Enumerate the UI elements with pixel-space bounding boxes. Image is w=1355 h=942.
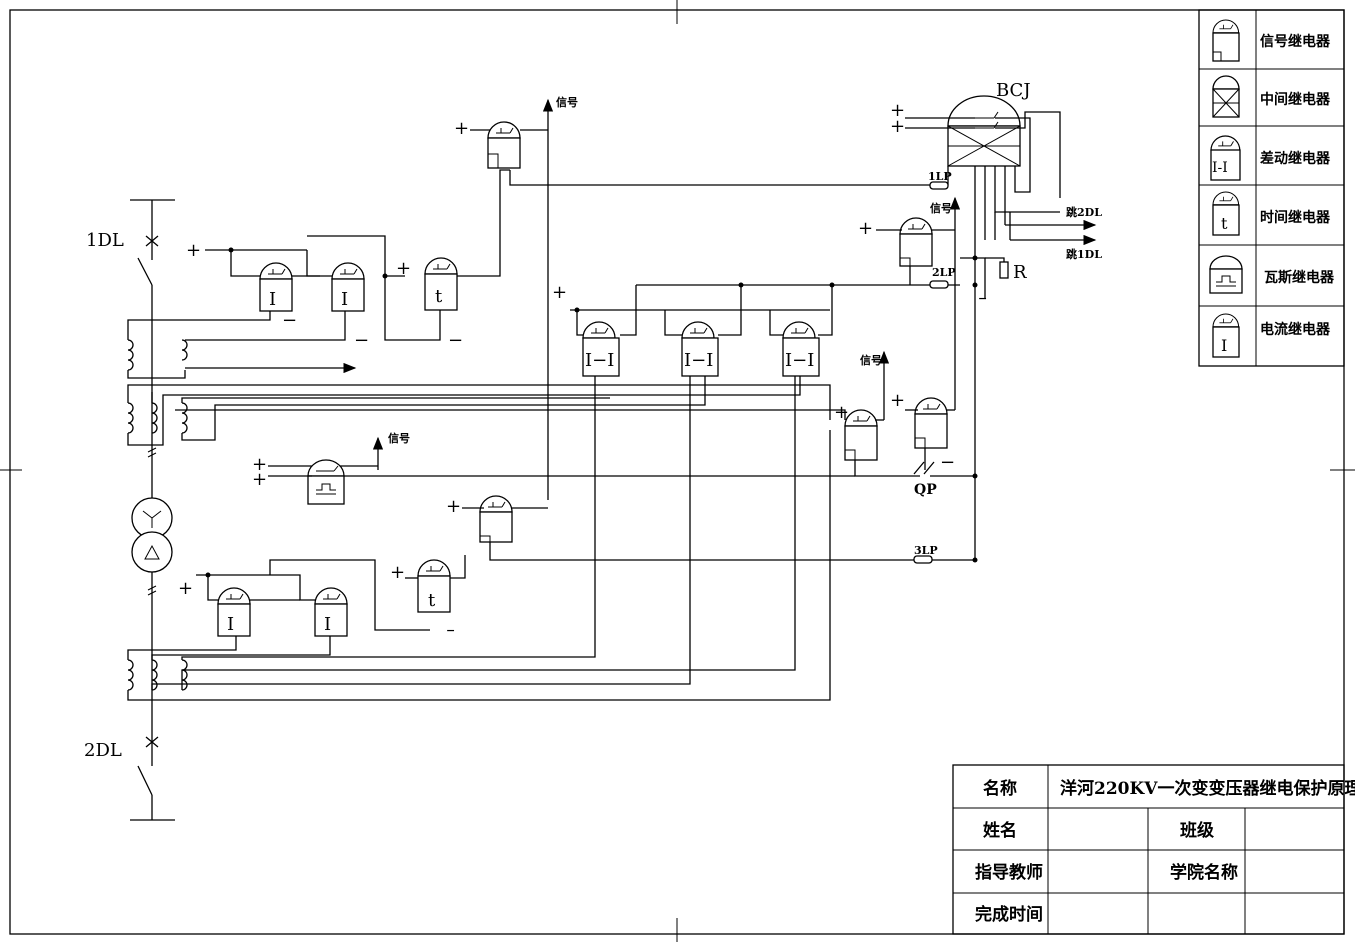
ct-upper [127,310,846,446]
differential-relay-3: I−I [782,321,820,377]
svg-text:−: − [448,330,463,351]
legend-label-current: 电流继电器 [1260,321,1331,338]
gas-relay [307,459,345,505]
signal-relay-gas-2 [914,397,948,449]
svg-text:I−I: I−I [585,350,614,371]
student-label: 姓名 [983,820,1017,841]
legend-label-gas: 瓦斯继电器 [1264,269,1335,286]
legend-label-differential: 差动继电器 [1260,150,1331,167]
current-relay-upper-1: I [259,262,293,312]
breaker-1dl-label: 1DL [86,230,124,251]
time-relay-icon: t [1212,191,1240,236]
svg-text:+: + [552,282,567,303]
current-relay-upper-2: I [331,262,365,312]
switch-qp-icon [913,461,935,475]
college-label: 学院名称 [1170,862,1238,883]
svg-text:I: I [227,614,234,635]
svg-text:信号: 信号 [930,201,952,215]
signal-relay-icon [1212,19,1240,62]
plate-3lp-icon [913,555,933,564]
differential-relay-2: I−I [681,321,719,377]
signal-relay-upper [487,121,521,169]
transformer-winding-delta-icon [131,531,173,573]
signal-relay-2lp [899,217,933,267]
svg-text:t: t [1221,214,1228,233]
svg-text:−: − [282,310,297,331]
resistor-r-icon [999,261,1009,279]
svg-text:+: + [446,496,461,517]
time-relay-lower: t [417,559,451,613]
class-label: 班级 [1180,820,1214,841]
advisor-label: 指导教师 [975,862,1043,883]
svg-text:I−I: I−I [785,350,814,371]
svg-text:t: t [428,590,436,611]
svg-text:+: + [390,562,405,583]
plate-1lp-icon [929,181,949,190]
svg-text:I−I: I−I [684,350,713,371]
legend: I-I t I 信号继电器 中间继电器 差动继电器 时间继电器 瓦斯继电器 电流… [1198,9,1345,367]
current-relay-icon: I [1212,313,1240,358]
svg-text:−: − [354,330,369,351]
svg-text:+: + [890,100,905,121]
legend-label-intermediate: 中间继电器 [1260,91,1331,108]
plate-2lp-icon [929,280,949,289]
time-relay-upper: t [424,257,458,311]
gas-relay-icon [1209,255,1243,294]
svg-text:信号: 信号 [388,431,410,445]
svg-text:−: − [446,624,455,637]
title-block: 名称 洋河220KV一次变变压器继电保护原理图 姓名 班级 指导教师 学院名称 … [952,764,1355,935]
date-label: 完成时间 [975,904,1043,925]
svg-text:3LP: 3LP [914,544,938,557]
signal-relay-gas-1 [844,409,878,461]
legend-label-time: 时间继电器 [1260,209,1331,226]
svg-text:t: t [435,286,443,307]
svg-text:+: + [396,258,411,279]
ct-lower [127,375,831,701]
lower-overcurrent-circuit: + + − [178,559,466,637]
svg-text:+: + [186,240,201,261]
switch-qp-label: QP [914,482,937,498]
svg-text:+: + [890,390,905,411]
differential-circuit: + [552,282,960,336]
current-relay-lower-1: I [217,587,251,637]
signal-relay-lower [479,495,513,543]
svg-text:−: − [978,292,987,305]
bcj-relay[interactable] [947,95,1021,167]
bcj-label: BCJ [996,80,1031,101]
svg-text:+: + [890,116,905,137]
svg-text:I: I [269,289,276,310]
svg-text:+: + [252,469,267,490]
trip-1dl-label: 跳1DL [1066,247,1102,261]
current-relay-lower-2: I [314,587,348,637]
svg-text:I-I: I-I [1212,160,1228,176]
name-label: 名称 [983,778,1017,799]
trip-2dl-label: 跳2DL [1066,205,1102,219]
resistor-label: R [1013,262,1027,283]
upper-overcurrent-circuit: + + − − − [186,169,510,351]
legend-label-signal: 信号继电器 [1260,33,1331,50]
breaker-2dl-label: 2DL [84,740,122,761]
primary-circuit: 1DL 2DL [84,199,175,821]
svg-text:+: + [252,454,267,475]
svg-text:+: + [834,402,849,423]
svg-text:−: − [940,452,955,473]
svg-text:+: + [454,118,469,139]
svg-text:I: I [341,289,348,310]
svg-text:+: + [858,218,873,239]
svg-text:1LP: 1LP [928,170,952,183]
differential-relay-icon: I-I [1210,135,1241,181]
svg-text:信号: 信号 [860,353,882,367]
drawing-title: 洋河220KV一次变变压器继电保护原理图 [1060,778,1355,799]
svg-text:I: I [324,614,331,635]
intermediate-relay-icon [1212,75,1240,118]
svg-text:信号: 信号 [556,95,578,109]
svg-text:+: + [178,578,193,599]
svg-text:2LP: 2LP [932,266,956,279]
svg-text:I: I [1221,336,1227,355]
differential-relay-1: I−I [582,321,620,377]
